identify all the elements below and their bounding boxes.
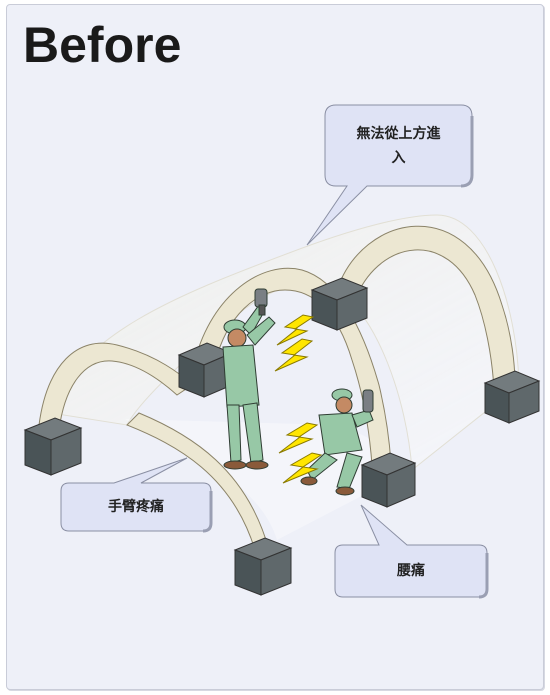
worker-crouching-figure <box>300 388 374 496</box>
before-panel: Before <box>6 4 544 690</box>
callout-bubble-top <box>306 104 474 246</box>
lightning-bolt-icon <box>282 452 323 484</box>
support-block-front-right <box>233 537 293 596</box>
callout-back-pain: 腰痛 <box>397 563 425 579</box>
callout-bubble-arm <box>60 457 213 533</box>
callout-cannot-enter-from-above: 無法從上方進 入 <box>356 125 441 166</box>
support-block-back-right <box>483 370 541 424</box>
lightning-bolt-icon <box>274 338 314 372</box>
support-block-back-left <box>310 277 369 331</box>
support-block-middle-left <box>177 342 234 398</box>
support-block-front-left <box>23 417 83 476</box>
tunnel-illustration <box>23 104 541 599</box>
callout-arm-pain: 手臂疼痛 <box>108 499 164 515</box>
callout-bubble-back <box>334 504 489 599</box>
page-title: Before <box>23 17 182 73</box>
worker-standing-figure <box>222 288 276 470</box>
support-block-middle-right <box>360 452 417 508</box>
lightning-bolt-icon <box>278 422 319 454</box>
lightning-bolt-icon <box>276 314 315 346</box>
